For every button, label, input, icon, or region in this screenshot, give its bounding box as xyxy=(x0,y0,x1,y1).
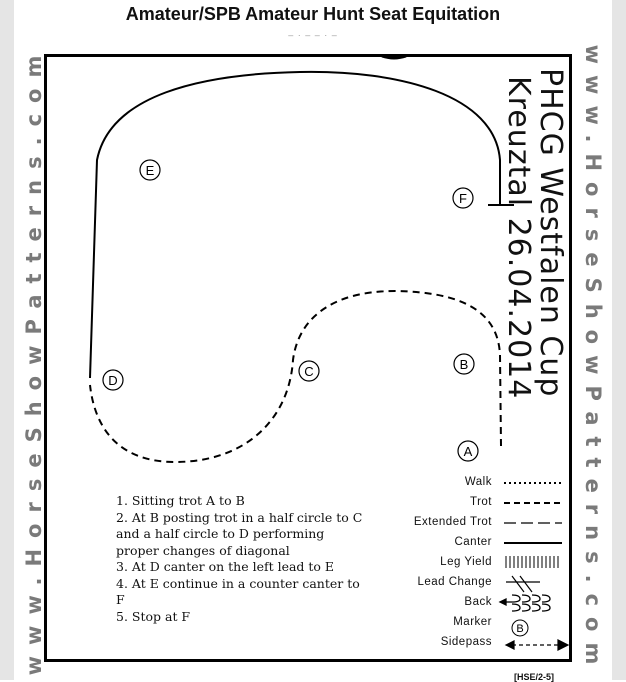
legend-sidepass-symbol xyxy=(504,639,570,651)
marker-c: C xyxy=(298,360,320,382)
trot-path xyxy=(89,289,502,464)
legend-marker-symbol: B xyxy=(511,619,529,637)
svg-text:B: B xyxy=(516,623,523,635)
marker-e: E xyxy=(139,159,161,181)
arena-top-notch xyxy=(381,54,407,60)
legend-marker-label: Marker xyxy=(453,616,492,628)
legend-walk-label: Walk xyxy=(464,476,492,488)
handwritten-event-name: PHCG Westfalen Cup xyxy=(533,68,568,398)
svg-text:C: C xyxy=(304,364,313,379)
arena-border xyxy=(44,54,572,662)
pattern-code: [HSE/2-5] xyxy=(514,672,555,682)
legend-back-label: Back xyxy=(464,596,492,608)
legend-lead-change-symbol xyxy=(506,575,540,593)
marker-f: F xyxy=(452,187,474,209)
marker-b: B xyxy=(453,353,475,375)
legend-sidepass-label: Sidepass xyxy=(440,636,492,648)
legend-extended-trot-label: Extended Trot xyxy=(413,516,492,528)
legend-lead-change-label: Lead Change xyxy=(417,576,492,588)
svg-text:B: B xyxy=(460,357,469,372)
marker-a: A xyxy=(457,440,479,462)
svg-text:A: A xyxy=(464,444,473,459)
legend-trot-label: Trot xyxy=(469,496,492,508)
instruction-step: 5. Stop at F xyxy=(116,608,191,624)
instruction-step: 1. Sitting trot A to B xyxy=(116,493,245,508)
left-page-edge xyxy=(0,0,14,680)
svg-text:D: D xyxy=(108,373,117,388)
pattern-title: Amateur/SPB Amateur Hunt Seat Equitation xyxy=(125,4,501,24)
right-page-edge xyxy=(612,0,626,680)
canter-path xyxy=(89,70,501,379)
legend-leg-yield-symbol xyxy=(505,556,559,568)
legend-leg-yield-label: Leg Yield xyxy=(440,556,492,568)
instruction-step: 3. At D canter on the left lead to E xyxy=(116,559,335,574)
svg-text:E: E xyxy=(146,163,155,178)
pattern-subtitle: – · – – · – xyxy=(288,30,338,40)
legend-canter-label: Canter xyxy=(454,536,492,548)
marker-d: D xyxy=(102,369,124,391)
instruction-step: 2. At B posting trot in a half circle to… xyxy=(116,509,363,558)
legend-back-symbol xyxy=(498,594,551,612)
instruction-step: 4. At E continue in a counter canter to … xyxy=(116,575,360,608)
svg-text:F: F xyxy=(459,191,467,206)
handwritten-location-date: Kreuztal 26.04.2014 xyxy=(501,76,536,400)
pattern-instructions: 1. Sitting trot A to B 2. At B posting t… xyxy=(116,493,366,625)
